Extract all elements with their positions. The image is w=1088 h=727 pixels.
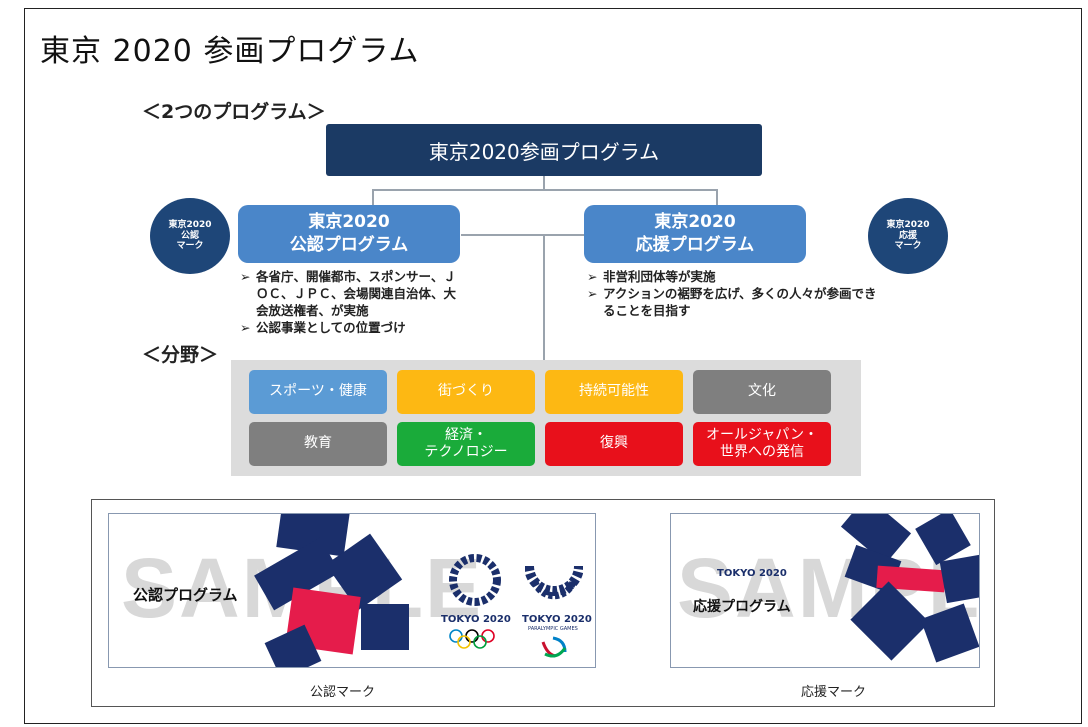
connector-line: [461, 234, 661, 236]
field-label: 復興: [600, 435, 628, 452]
bullet-item: ➢ 公認事業としての位置づけ: [240, 320, 462, 337]
official-program-box: 東京2020 公認プログラム: [238, 205, 460, 263]
circle-text: 東京2020: [168, 219, 212, 230]
bullet-text: アクションの裾野を広げ、多くの人々が参画できることを目指す: [603, 285, 877, 318]
official-program-label: 公認プログラム: [289, 235, 409, 255]
bullet-arrow-icon: ➢: [240, 269, 251, 284]
agitos-icon: [539, 634, 569, 664]
bullet-text: 公認事業としての位置づけ: [256, 319, 406, 335]
marks-panel: SAMPLE 公認プログラム TOKYO 2020 TOKYO 2020 PAR…: [91, 499, 995, 707]
olympic-rings-icon: [447, 628, 497, 654]
circle-text: 東京2020: [886, 219, 930, 230]
field-economy-technology: 経済・テクノロジー: [397, 422, 535, 466]
support-mark-caption: 応援マーク: [801, 685, 867, 700]
circle-text: マーク: [176, 241, 204, 252]
field-all-japan: オールジャパン・世界への発信: [693, 422, 831, 466]
support-program-label: 応援プログラム: [635, 235, 755, 255]
bullet-arrow-icon: ➢: [240, 319, 251, 335]
field-education: 教育: [249, 422, 387, 466]
field-label: 持続可能性: [579, 383, 649, 400]
paralympic-emblem-icon: [524, 556, 584, 610]
olympic-text: TOKYO 2020: [441, 614, 511, 625]
field-town-development: 街づくり: [397, 370, 535, 414]
support-mark-tokyo-text: TOKYO 2020: [717, 568, 787, 579]
official-mark-label: 公認プログラム: [133, 586, 238, 604]
support-mark-sample: SAMPLE TOKYO 2020 応援プログラム: [670, 513, 980, 668]
field-label: 経済・: [445, 426, 487, 443]
support-program-box: 東京2020 応援プログラム: [584, 205, 806, 263]
official-mark-caption: 公認マーク: [310, 685, 376, 700]
field-recovery: 復興: [545, 422, 683, 466]
field-label: 文化: [748, 383, 776, 400]
official-bullet-list: ➢ 各省庁、開催都市、スポンサー、ＪＯＣ、ＪＰＣ、会場関連自治体、大会放送権者、が…: [240, 269, 462, 337]
paralympic-subtext: PARALYMPIC GAMES: [528, 626, 578, 632]
paralympic-text: TOKYO 2020: [522, 614, 592, 625]
field-label: 世界への発信: [720, 444, 804, 460]
circle-text: 応援: [898, 230, 917, 241]
bullet-arrow-icon: ➢: [587, 269, 598, 284]
participation-program-box: 東京2020参画プログラム: [326, 124, 762, 176]
fields-grid: スポーツ・健康 街づくり 持続可能性 文化 教育 経済・テクノロジー 復興 オー…: [231, 360, 861, 476]
bullet-item: ➢ 各省庁、開催都市、スポンサー、ＪＯＣ、ＪＰＣ、会場関連自治体、大会放送権者、が…: [240, 269, 462, 320]
field-label: 教育: [304, 435, 332, 452]
page-frame: [24, 8, 1082, 724]
official-mark-circle: 東京2020 公認 マーク: [150, 198, 230, 274]
circle-text: マーク: [894, 241, 922, 252]
bullet-item: ➢ アクションの裾野を広げ、多くの人々が参画できることを目指す: [587, 286, 877, 320]
circle-text: 公認: [180, 230, 199, 241]
connector-line: [543, 234, 545, 360]
emblem-shape: [939, 554, 979, 604]
page-title: 東京 2020 参画プログラム: [40, 34, 420, 69]
connector-line: [372, 189, 717, 191]
programs-heading: ＜2つのプログラム＞: [142, 101, 326, 123]
field-culture: 文化: [693, 370, 831, 414]
support-mark-circle: 東京2020 応援 マーク: [868, 198, 948, 274]
official-program-label: 東京2020: [308, 212, 390, 233]
connector-line: [543, 176, 545, 190]
olympic-emblem-icon: [447, 552, 503, 612]
field-sustainability: 持続可能性: [545, 370, 683, 414]
emblem-shape: [361, 604, 409, 650]
connector-line: [372, 189, 374, 205]
bullet-item: ➢ 非営利団体等が実施: [587, 269, 877, 286]
official-mark-sample: SAMPLE 公認プログラム TOKYO 2020 TOKYO 2020 PAR…: [108, 513, 596, 668]
field-label: スポーツ・健康: [269, 383, 367, 400]
support-mark-label: 応援プログラム: [693, 599, 791, 615]
fields-heading: ＜分野＞: [142, 344, 219, 366]
bullet-arrow-icon: ➢: [587, 285, 598, 301]
field-label: オールジャパン・: [706, 426, 818, 443]
support-bullet-list: ➢ 非営利団体等が実施 ➢ アクションの裾野を広げ、多くの人々が参画できることを目指…: [587, 269, 877, 320]
participation-program-label: 東京2020参画プログラム: [428, 139, 660, 164]
field-sports-health: スポーツ・健康: [249, 370, 387, 414]
field-label: テクノロジー: [424, 444, 508, 460]
bullet-text: 非営利団体等が実施: [603, 269, 716, 284]
support-program-label: 東京2020: [654, 212, 736, 233]
field-label: 街づくり: [438, 383, 494, 400]
bullet-text: 各省庁、開催都市、スポンサー、ＪＯＣ、ＪＰＣ、会場関連自治体、大会放送権者、が実…: [256, 269, 457, 318]
connector-line: [716, 189, 718, 205]
